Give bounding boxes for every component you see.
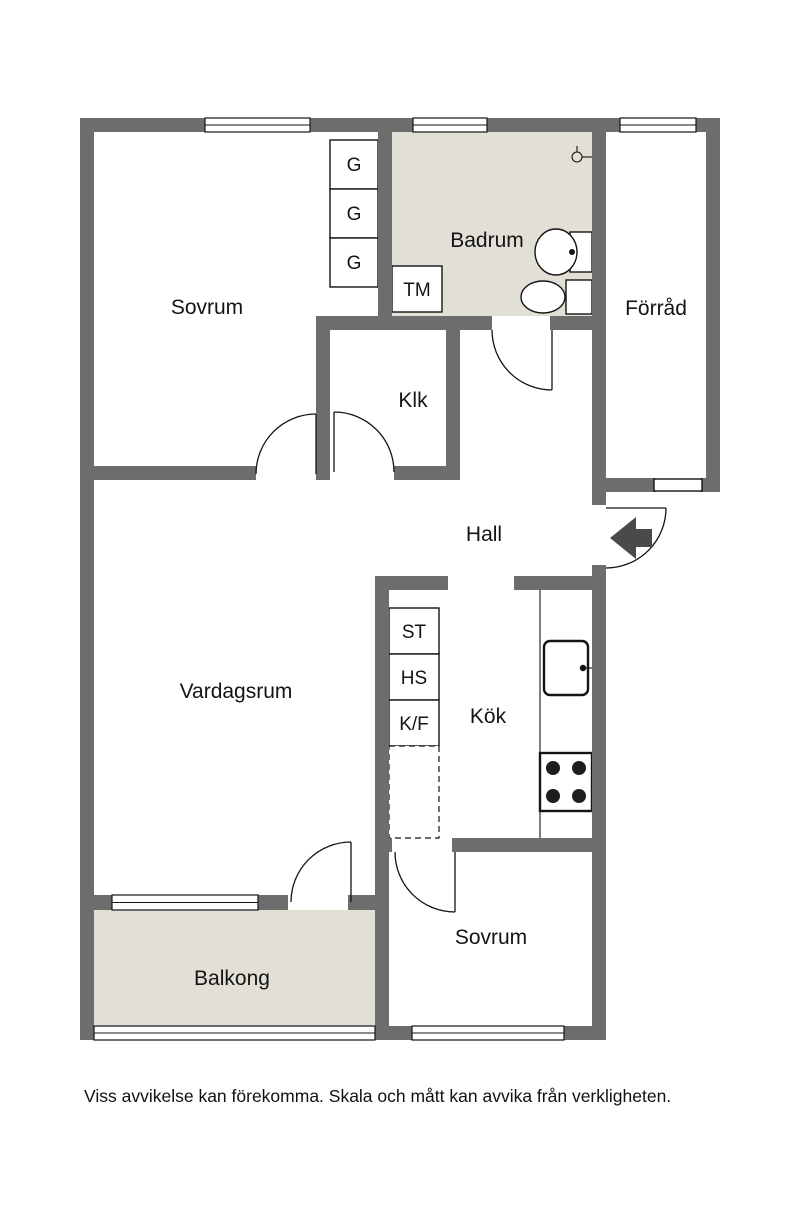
wall-segment	[378, 118, 392, 330]
wall-segment	[94, 895, 112, 910]
wall-segment	[592, 565, 606, 1040]
cabinet-kf-label: K/F	[399, 714, 429, 735]
door-swing	[491, 329, 553, 391]
door-arc	[605, 507, 667, 569]
bathroom-sink-icon	[534, 228, 593, 276]
entry-arrow-icon	[610, 517, 652, 559]
cabinet-st-label: ST	[402, 622, 427, 643]
wall-segment	[316, 316, 492, 330]
wall-segment	[514, 576, 606, 590]
room-label-klk: Klk	[398, 389, 428, 412]
entry-door-swing	[605, 507, 667, 569]
door-swing	[255, 413, 317, 475]
faucet-icon	[571, 146, 592, 163]
toilet-icon	[520, 279, 593, 315]
windows	[93, 117, 697, 1041]
washing-machine-box	[391, 265, 443, 313]
window	[411, 1025, 565, 1041]
disclaimer-text: Viss avvikelse kan förekomma. Skala och …	[84, 1086, 671, 1106]
cabinet-st	[388, 607, 440, 655]
stove-burner	[546, 761, 560, 775]
toilet-bowl	[520, 280, 566, 314]
wall-segment	[80, 118, 94, 1040]
door-arc	[394, 851, 456, 913]
window	[412, 117, 488, 133]
window	[111, 894, 259, 911]
window	[619, 117, 697, 133]
stove-icon	[538, 751, 594, 813]
room-label-kok: Kök	[470, 705, 507, 728]
wall-segment	[606, 478, 656, 492]
fixtures: G G G TM ST	[329, 139, 594, 839]
toilet-tank	[565, 279, 593, 315]
door-swing	[394, 851, 456, 913]
storage-door	[653, 478, 703, 492]
wardrobe-column: G G G	[329, 139, 379, 288]
stove-burner	[572, 789, 586, 803]
kitchen-sink-icon	[542, 639, 592, 697]
stove-body	[538, 751, 594, 813]
door-arc	[333, 411, 395, 473]
balcony-railing	[93, 1025, 376, 1041]
balcony-door-swing	[290, 841, 352, 903]
stove-burner	[572, 761, 586, 775]
wardrobe-label: G	[347, 253, 362, 274]
room-label-badrum: Badrum	[450, 229, 524, 252]
door-arc	[255, 413, 317, 475]
wall-segment	[316, 330, 330, 480]
room-label-vardagsrum: Vardagsrum	[180, 680, 293, 703]
room-label-balkong: Balkong	[194, 967, 270, 990]
washing-machine-label: TM	[403, 280, 430, 301]
wall-segment	[348, 895, 375, 910]
stove-burner	[546, 789, 560, 803]
wall-segment	[94, 466, 256, 480]
room-label-sovrum-top: Sovrum	[171, 296, 243, 319]
wall-segment	[446, 316, 460, 480]
room-label-sovrum-bottom: Sovrum	[455, 926, 527, 949]
wall-segment	[592, 118, 606, 505]
wall-segment	[375, 576, 389, 852]
door-swing	[333, 411, 395, 473]
room-labels: Sovrum Badrum Förråd Klk Hall Vardagsrum…	[171, 229, 687, 990]
wall-segment	[375, 576, 448, 590]
wall-segment	[706, 118, 720, 492]
washing-machine: TM	[391, 265, 443, 313]
window	[204, 117, 311, 133]
cabinet-hs-label: HS	[401, 668, 427, 689]
sink-faucet-dot	[569, 249, 575, 255]
wall-segment	[550, 316, 606, 330]
counter-dashed	[388, 745, 440, 839]
wall-segment	[700, 478, 720, 492]
balcony-floor	[94, 910, 375, 1026]
sink-basin	[534, 228, 578, 276]
door-arc	[491, 329, 553, 391]
wall-segment	[258, 895, 288, 910]
wardrobe-label: G	[347, 204, 362, 225]
wall-segment	[375, 838, 392, 852]
wardrobe-label: G	[347, 155, 362, 176]
kitchen-sink-faucet-dot	[579, 664, 587, 672]
kitchen-cabinet-column: ST HS K/F	[388, 607, 440, 839]
wall-segment	[375, 852, 389, 1040]
room-label-hall: Hall	[466, 523, 502, 546]
door-arc	[290, 841, 352, 903]
doors	[255, 329, 703, 913]
cabinet-hs	[388, 653, 440, 701]
wall-segment	[452, 838, 606, 852]
wall-segment	[394, 466, 460, 480]
room-label-forrad: Förråd	[625, 297, 687, 320]
